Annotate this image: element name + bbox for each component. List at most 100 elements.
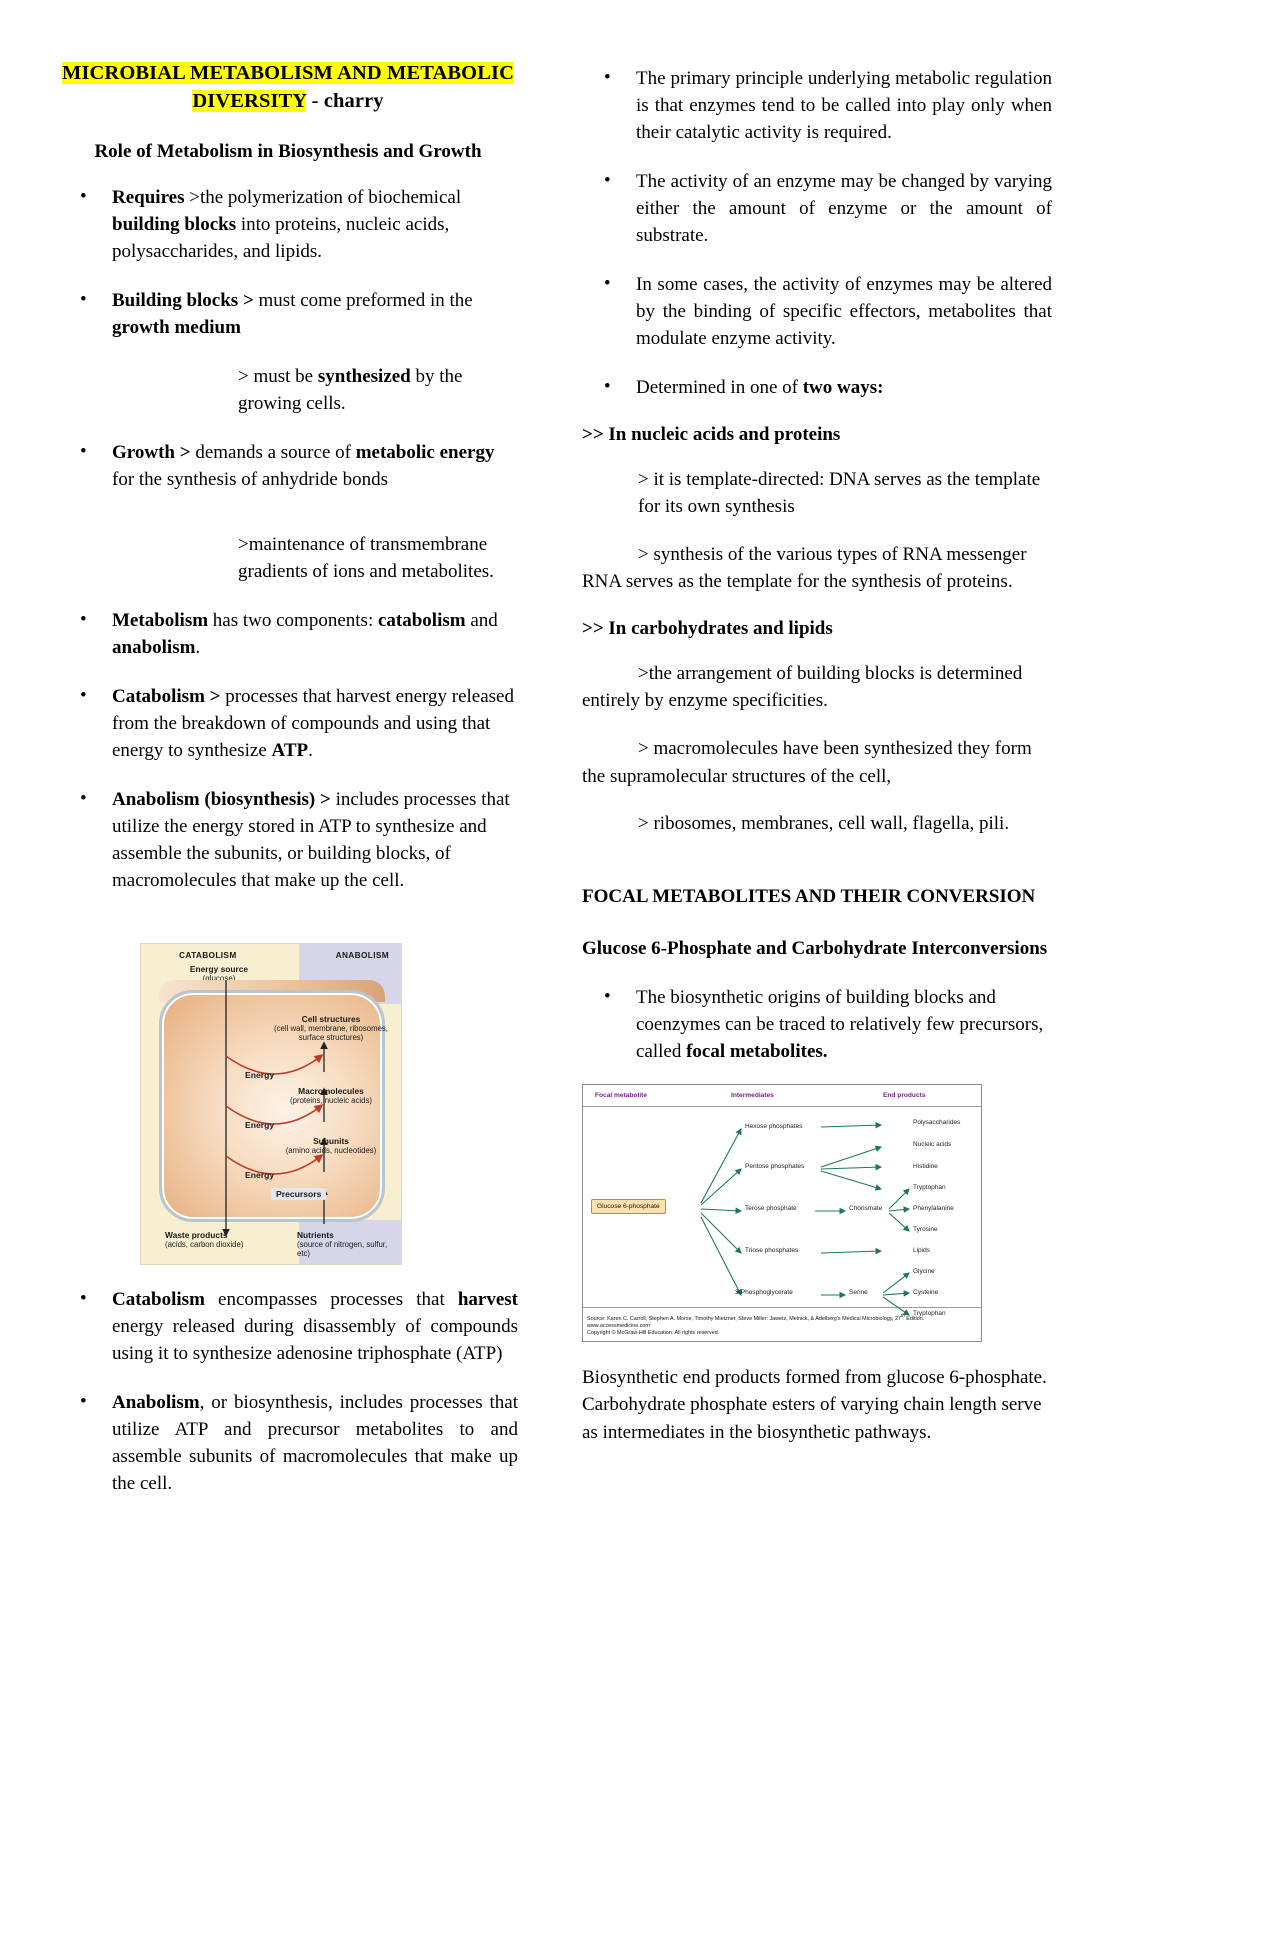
bullet-text: includes processes that utilize the ener… <box>112 788 510 891</box>
left-bullet-list-c: Metabolism has two components: catabolis… <box>58 607 518 895</box>
diagram-energy-source: Energy source (glucose) <box>169 964 269 983</box>
bullet-lead: Anabolism (biosynthesis) > <box>112 788 331 810</box>
bullet-text: processes that harvest energy released f… <box>112 685 514 761</box>
subunits-label: Subunits <box>313 1135 349 1146</box>
right-note-ribosomes: > ribosomes, membranes, cell wall, flage… <box>638 813 1010 835</box>
anabolism-background-bottom <box>299 1219 401 1264</box>
flowchart-header-focal: Focal metabolite <box>595 1091 648 1099</box>
energy-source-label: Energy source <box>189 963 249 974</box>
right-section-heading: FOCAL METABOLITES AND THEIR CONVERSION <box>582 885 1036 907</box>
flowchart-node-intermediate: Terose phosphate <box>745 1204 797 1212</box>
flowchart-node-end-product: Lipids <box>913 1246 930 1254</box>
cell-structures-label: Cell structures <box>301 1013 361 1024</box>
flowchart-header-intermediates: Intermediates <box>731 1091 774 1099</box>
right-sub-heading: Glucose 6-Phosphate and Carbohydrate Int… <box>582 938 1048 960</box>
list-item: Determined in one of two ways: <box>582 374 1052 402</box>
bullet-text: must come preformed in the <box>253 290 473 312</box>
list-item: The primary principle underlying metabol… <box>582 65 1052 147</box>
title-line-2-rest: - charry <box>306 89 384 112</box>
bullet-bold-3: anabolism <box>112 636 196 658</box>
bullet-text-2: and <box>465 610 498 631</box>
left-section-heading: Role of Metabolism in Biosynthesis and G… <box>94 141 482 163</box>
flowchart-node-intermediate: Pentose phosphates <box>745 1162 805 1170</box>
label-precursors: Precursors <box>271 1187 327 1200</box>
source-line-1-end: Edition. <box>904 1315 925 1322</box>
bullet-lead: Building blocks > <box>112 290 254 312</box>
flowchart-bottom-rule <box>583 1306 981 1308</box>
right-bullet-list-b: The biosynthetic origins of building blo… <box>582 984 1052 1066</box>
bullet-text: encompasses processes that <box>204 1288 458 1310</box>
left-column: MICROBIAL METABOLISM AND METABOLIC DIVER… <box>58 44 528 1498</box>
waste-sub: (acids, carbon dioxide) <box>165 1239 244 1249</box>
right-note-macromolecules: > macromolecules have been synthesized t… <box>582 737 1032 787</box>
focal-bullet-bold: focal metabolites. <box>686 1040 828 1062</box>
catabolism-anabolism-diagram: CATABOLISM ANABOLISM Energy source (gluc… <box>140 942 402 1265</box>
flowchart-node-end-product: Histidine <box>913 1162 938 1170</box>
bullet-text-2: for the synthesis of anhydride bonds <box>112 469 388 491</box>
list-item: Catabolism encompasses processes that ha… <box>58 1286 518 1368</box>
left-bullet-list-a: Requires >the polymerization of biochemi… <box>58 184 518 342</box>
bullet-text: has two components: <box>208 610 378 631</box>
focal-metabolite-flowchart: Focal metabolite Intermediates End produ… <box>582 1083 982 1342</box>
bullet-bold-2: building blocks <box>112 214 237 236</box>
label-cell-structures: Cell structures (cell wall, membrane, ri… <box>269 1014 393 1043</box>
sub-note-a-bold: synthesized <box>317 366 411 388</box>
bullet-text-3: . <box>195 636 201 658</box>
flowchart-node-end-product: Tyrosine <box>913 1225 938 1233</box>
left-bullet-list-d: Catabolism encompasses processes that ha… <box>58 1286 518 1498</box>
source-superscript: th <box>901 1313 905 1319</box>
list-item: The activity of an enzyme may be changed… <box>582 168 1052 250</box>
list-item: Requires >the polymerization of biochemi… <box>58 184 518 266</box>
left-bullet-list-b: Growth > demands a source of metabolic e… <box>58 439 518 494</box>
flowchart-node-intermediate: Hexose phosphates <box>745 1122 803 1130</box>
diagram-header-catabolism: CATABOLISM <box>179 949 237 960</box>
title-line-1: MICROBIAL METABOLISM AND METABOLIC <box>62 62 514 84</box>
source-line-3: Copyright © McGraw-Hill Education. All r… <box>587 1330 720 1337</box>
bullet-bold-2: growth medium <box>112 317 241 339</box>
title-line-2-highlight: DIVERSITY <box>192 89 307 112</box>
label-waste-products: Waste products (acids, carbon dioxide) <box>165 1230 277 1250</box>
bullet-lead: Anabolism <box>112 1391 200 1413</box>
bullet-bold-2: catabolism <box>377 610 466 631</box>
source-line-2: www.accessmedicine.com <box>587 1323 650 1330</box>
label-energy-2: Energy <box>245 1119 275 1130</box>
flowchart-header-end-products: End products <box>883 1091 926 1099</box>
flowchart-node-secondary: Chorismate <box>849 1204 883 1212</box>
cell-body <box>159 989 385 1222</box>
page-title: MICROBIAL METABOLISM AND METABOLIC DIVER… <box>58 60 518 115</box>
flowchart-node-end-product: Cysteine <box>913 1288 939 1296</box>
label-energy-1: Energy <box>245 1069 275 1080</box>
right-note-rna-synthesis: > synthesis of the various types of RNA … <box>582 543 1027 593</box>
diagram-header-anabolism: ANABOLISM <box>335 949 389 960</box>
list-item: Anabolism (biosynthesis) > includes proc… <box>58 786 518 895</box>
determined-bold: two ways: <box>802 376 884 398</box>
right-note-arrangement: >the arrangement of building blocks is d… <box>582 662 1023 712</box>
bullet-text-2: into proteins, nucleic acids, polysaccha… <box>112 214 450 263</box>
energy-source-sub: (glucose) <box>202 973 236 983</box>
left-sub-note-a: > must be synthesized by the growing cel… <box>238 364 518 418</box>
bullet-text-2: energy released during disassembly of co… <box>112 1315 518 1364</box>
macromolecules-sub: (proteins, nucleic acids) <box>290 1095 372 1105</box>
flowchart-node-glucose-6-phosphate: Glucose 6-phosphate <box>591 1198 666 1214</box>
bullet-lead: Catabolism > <box>112 685 221 707</box>
flowchart-node-intermediate: 3-Phosphoglycerate <box>735 1288 793 1296</box>
left-sub-note-b: >maintenance of transmembrane gradients … <box>238 534 494 583</box>
bullet-lead: Catabolism <box>112 1288 205 1310</box>
flowchart-node-end-product: Phenylalanine <box>913 1204 954 1212</box>
bullet-lead: Growth > <box>112 442 191 464</box>
list-item: Growth > demands a source of metabolic e… <box>58 439 518 494</box>
subunits-sub: (amino acids, nucleotides) <box>285 1145 377 1155</box>
label-macromolecules: Macromolecules (proteins, nucleic acids) <box>267 1086 395 1106</box>
macromolecules-label: Macromolecules <box>298 1085 364 1096</box>
flowchart-node-intermediate: Triose phosphates <box>745 1246 799 1254</box>
sub-note-a-rest: by the growing cells. <box>238 366 463 415</box>
label-nutrients: Nutrients (source of nitrogen, sulfur, e… <box>297 1230 397 1259</box>
flowchart-arrows <box>700 1121 911 1316</box>
two-column-layout: MICROBIAL METABOLISM AND METABOLIC DIVER… <box>58 44 1222 1498</box>
right-bullet-list-a: The primary principle underlying metabol… <box>582 65 1052 402</box>
flowchart-node-end-product: Polysaccharides <box>913 1118 961 1126</box>
waste-label: Waste products <box>165 1229 228 1240</box>
right-figure-caption: Biosynthetic end products formed from gl… <box>582 1366 1047 1443</box>
bullet-bold-2: harvest <box>457 1288 518 1310</box>
